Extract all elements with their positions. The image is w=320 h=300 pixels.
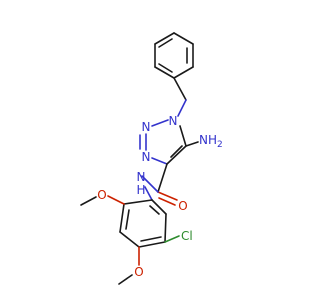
bond xyxy=(107,195,125,205)
bond xyxy=(158,63,173,73)
bond xyxy=(164,213,167,243)
bond xyxy=(151,199,167,215)
bond xyxy=(179,125,187,147)
bonds xyxy=(80,32,199,285)
bond xyxy=(166,145,187,165)
atom-label-n2: N xyxy=(142,120,151,134)
bond xyxy=(154,66,175,79)
atom-label-carbonyl-o: O xyxy=(178,199,187,213)
bond xyxy=(151,157,168,165)
bond xyxy=(138,241,166,248)
bond xyxy=(149,205,160,215)
bond xyxy=(158,197,176,206)
bond xyxy=(177,99,187,117)
bond xyxy=(157,191,178,201)
bond xyxy=(185,141,199,147)
bond xyxy=(141,175,159,193)
bond xyxy=(119,203,125,233)
atom-label-amine: NH2 xyxy=(199,133,223,150)
atom-label-amide-h: H xyxy=(136,183,145,197)
atom-label-methoxy-o-2: O xyxy=(97,188,106,202)
bond xyxy=(154,32,175,45)
bond xyxy=(173,32,194,45)
amine-subscript: 2 xyxy=(217,140,223,150)
atom-label-n3: N xyxy=(142,150,151,164)
bond xyxy=(125,209,130,230)
bond xyxy=(140,236,162,242)
bond xyxy=(80,196,97,206)
bond xyxy=(144,186,153,201)
bond xyxy=(123,199,153,205)
atom-label-amide-n: N xyxy=(137,170,146,184)
bond xyxy=(157,163,168,193)
atom-label-chlorine: Cl xyxy=(181,229,193,243)
bond xyxy=(164,235,180,243)
bond xyxy=(173,77,187,101)
bond xyxy=(118,274,133,285)
bond xyxy=(170,145,183,158)
bond xyxy=(173,66,194,79)
atom-labels: N N N NH2 O N H O O Cl xyxy=(97,114,222,279)
bond xyxy=(151,119,169,127)
amine-nh: NH xyxy=(199,133,217,147)
bond xyxy=(158,38,173,48)
molecule-structure: N N N NH2 O N H O O Cl xyxy=(80,32,223,285)
atom-label-methoxy-o-4: O xyxy=(134,265,143,279)
bond xyxy=(119,231,140,248)
atom-label-n1: N xyxy=(169,114,178,128)
